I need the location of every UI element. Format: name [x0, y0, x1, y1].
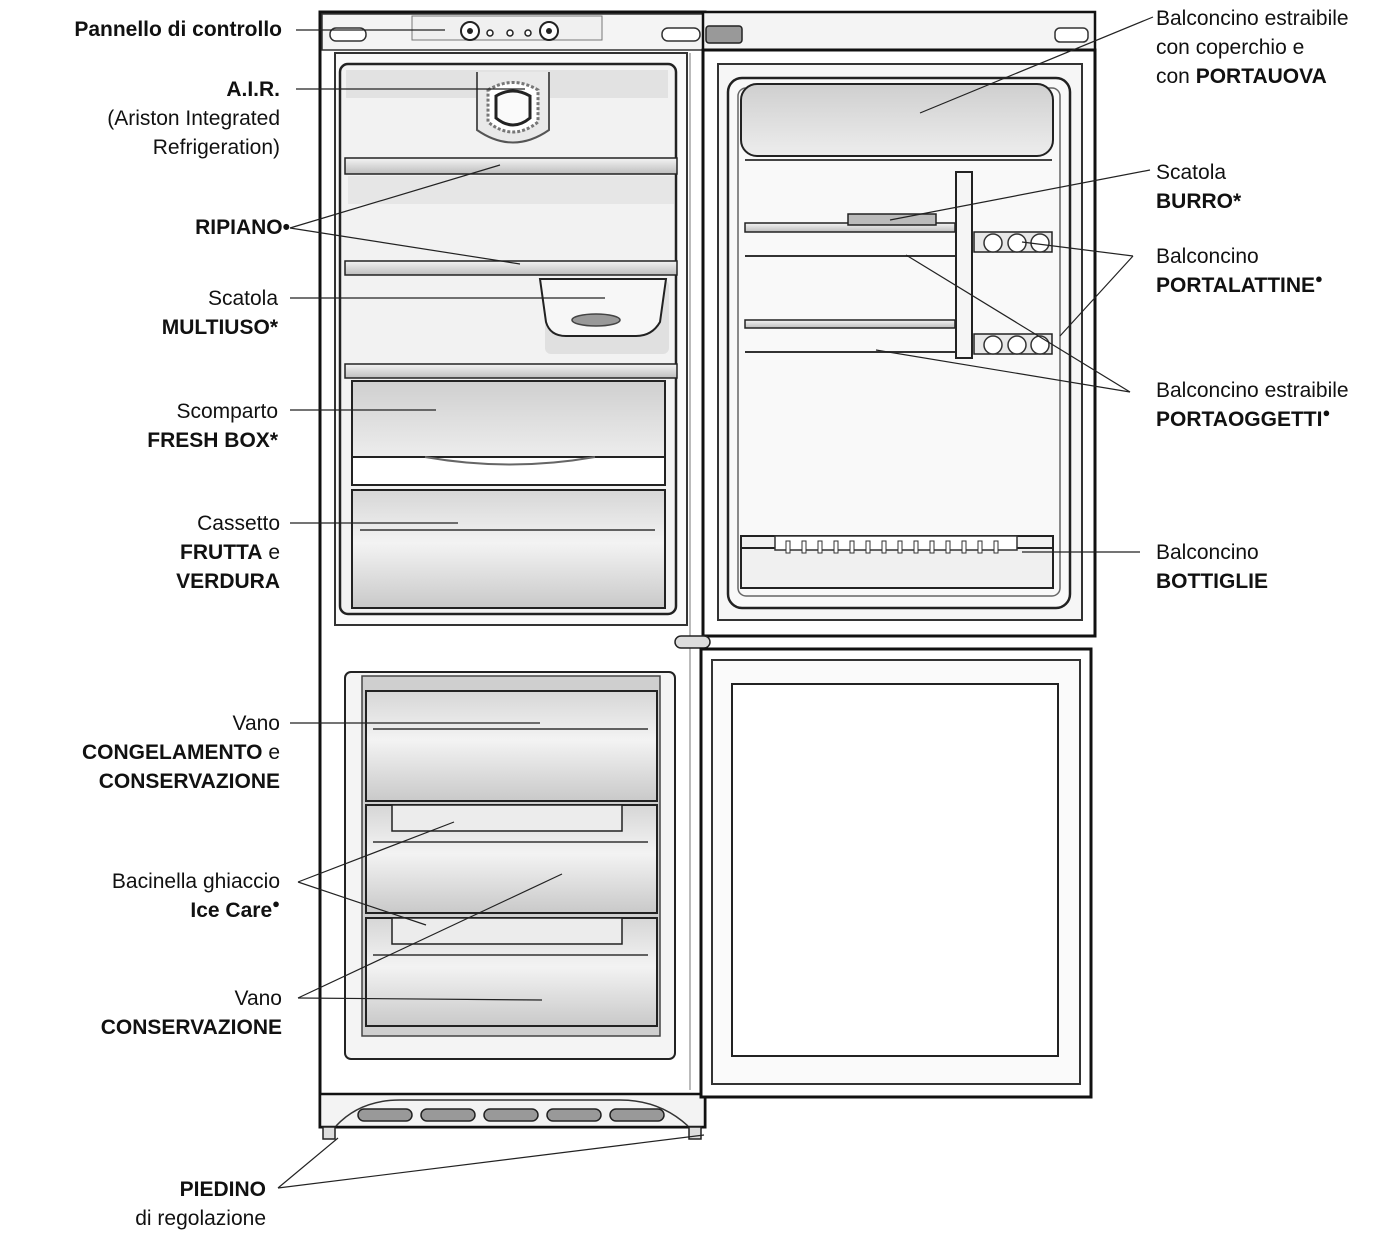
- label-butter-box: Scatola BURRO*: [1156, 158, 1241, 216]
- label-text: Scatola: [1156, 158, 1241, 187]
- mark: ●: [272, 896, 280, 911]
- bottle-divider: [882, 541, 886, 553]
- label-text: con coperchio e: [1156, 33, 1349, 62]
- crisper-drawer: [352, 490, 665, 608]
- bottle-divider: [802, 541, 806, 553]
- bottle-divider: [962, 541, 966, 553]
- egg-compartment: [741, 84, 1053, 160]
- mark: *: [270, 429, 278, 452]
- label-text: PORTALATTINE: [1156, 274, 1315, 297]
- label-air: A.I.R. (Ariston Integrated Refrigeration…: [107, 75, 280, 162]
- label-text: FRUTTA: [180, 541, 262, 564]
- fridge-cabinet: [320, 12, 705, 1139]
- label-text: e: [268, 541, 280, 564]
- label-text: Vano: [82, 709, 280, 738]
- bottle-divider: [898, 541, 902, 553]
- freezer-drawer: [366, 805, 657, 913]
- label-text: VERDURA: [176, 567, 280, 596]
- label-text: PORTAOGGETTI: [1156, 408, 1322, 431]
- bottle-divider: [994, 541, 998, 553]
- label-text: Scomparto: [147, 397, 278, 426]
- label-text: Balconcino estraibile: [1156, 376, 1349, 405]
- label-text: di regolazione: [135, 1204, 266, 1233]
- label-egg-compartment: Balconcino estraibile con coperchio e co…: [1156, 4, 1349, 91]
- bottle-divider: [834, 541, 838, 553]
- label-foot: PIEDINO di regolazione: [135, 1175, 266, 1233]
- label-shelf: RIPIANO•: [195, 213, 290, 242]
- label-text: Pannello di controllo: [74, 15, 282, 44]
- label-text: PORTAUOVA: [1196, 65, 1327, 88]
- shelf: [345, 364, 677, 378]
- freezer-door: [675, 636, 1091, 1097]
- label-text: PIEDINO: [135, 1175, 266, 1204]
- label-text: Cassetto: [176, 509, 280, 538]
- label-text: CONSERVAZIONE: [101, 1013, 282, 1042]
- bottle-divider: [786, 541, 790, 553]
- mark: *: [270, 316, 278, 339]
- label-text: Balconcino estraibile: [1156, 4, 1349, 33]
- label-text: BOTTIGLIE: [1156, 567, 1268, 596]
- label-text: Balconcino: [1156, 242, 1323, 271]
- vent-grille: [358, 1109, 664, 1121]
- mark: *: [1233, 190, 1241, 213]
- air-fan-icon: [477, 72, 549, 143]
- multi-box: [540, 279, 669, 354]
- label-text: BURRO: [1156, 190, 1233, 213]
- label-multi-box: Scatola MULTIUSO*: [162, 284, 278, 342]
- fridge-door: [703, 12, 1095, 636]
- label-text: MULTIUSO: [162, 316, 270, 339]
- bottle-divider: [930, 541, 934, 553]
- ice-tray: [392, 918, 622, 944]
- label-storage: Vano CONSERVAZIONE: [101, 984, 282, 1042]
- shelf: [345, 158, 677, 174]
- freezer-drawer: [366, 918, 657, 1026]
- label-text: CONSERVAZIONE: [82, 767, 280, 796]
- label-text: Scatola: [162, 284, 278, 313]
- label-text: (Ariston Integrated: [107, 104, 280, 133]
- label-text: A.I.R.: [107, 75, 280, 104]
- label-text: Bacinella ghiaccio: [112, 867, 280, 896]
- label-object-balcony: Balconcino estraibile PORTAOGGETTI●: [1156, 376, 1349, 434]
- label-bottle-balcony: Balconcino BOTTIGLIE: [1156, 538, 1268, 596]
- foot: [323, 1127, 335, 1139]
- label-can-holder: Balconcino PORTALATTINE●: [1156, 242, 1323, 300]
- bottle-divider: [818, 541, 822, 553]
- mark: ●: [1315, 271, 1323, 286]
- label-freezer: Vano CONGELAMENTO e CONSERVAZIONE: [82, 709, 280, 796]
- label-ice-care: Bacinella ghiaccio Ice Care●: [112, 867, 280, 925]
- label-fresh-box: Scomparto FRESH BOX*: [147, 397, 278, 455]
- label-text: CONGELAMENTO: [82, 741, 262, 764]
- can-holder: [974, 232, 1052, 252]
- fresh-box: [352, 381, 665, 485]
- freezer-drawer: [366, 691, 657, 801]
- label-text: Refrigeration): [107, 133, 280, 162]
- label-text: e: [268, 741, 280, 764]
- bottle-divider: [946, 541, 950, 553]
- object-balcony: [745, 320, 955, 328]
- bottle-divider: [978, 541, 982, 553]
- bottle-divider: [914, 541, 918, 553]
- bottle-divider: [850, 541, 854, 553]
- label-crisper: Cassetto FRUTTA e VERDURA: [176, 509, 280, 596]
- label-text: Balconcino: [1156, 538, 1268, 567]
- mark: •: [283, 216, 290, 239]
- label-text: FRESH BOX: [147, 429, 270, 452]
- bottle-divider: [866, 541, 870, 553]
- label-text: con: [1156, 65, 1190, 88]
- label-text: RIPIANO: [195, 216, 283, 239]
- label-text: Ice Care: [190, 899, 272, 922]
- label-text: Vano: [101, 984, 282, 1013]
- ice-tray: [392, 805, 622, 831]
- mark: ●: [1322, 405, 1330, 420]
- label-control-panel: Pannello di controllo: [74, 15, 282, 44]
